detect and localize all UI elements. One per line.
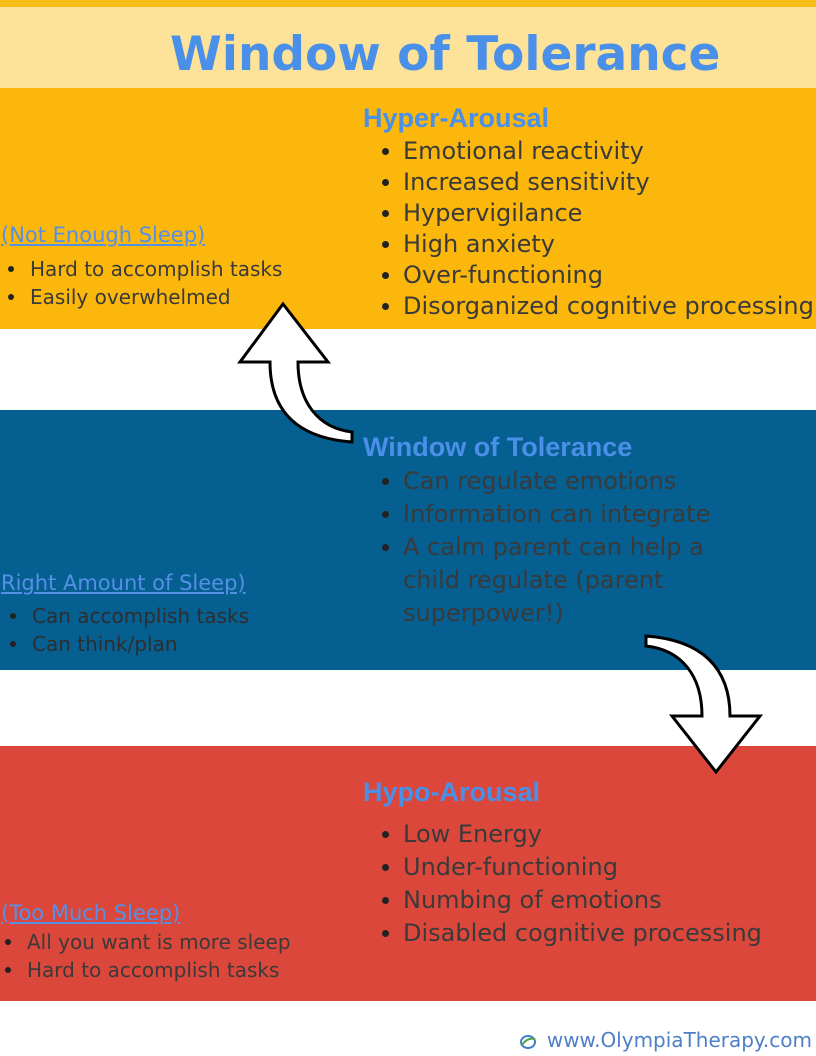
too-much-sleep-list: All you want is more sleep Hard to accom… bbox=[5, 928, 291, 984]
list-item: High anxiety bbox=[382, 229, 814, 260]
list-item: Hard to accomplish tasks bbox=[5, 956, 291, 984]
too-much-sleep-link[interactable]: (Too Much Sleep) bbox=[1, 901, 181, 925]
list-item: Under-functioning bbox=[382, 851, 762, 884]
list-item: Emotional reactivity bbox=[382, 136, 814, 167]
page-title: Window of Tolerance bbox=[170, 27, 721, 82]
curved-up-arrow-icon bbox=[237, 301, 354, 444]
hyper-arousal-band: Hyper-Arousal Emotional reactivity Incre… bbox=[0, 88, 816, 329]
footer: www.OlympiaTherapy.com bbox=[519, 1027, 812, 1053]
curved-down-arrow-icon bbox=[644, 634, 764, 775]
hypo-arousal-list: Low Energy Under-functioning Numbing of … bbox=[382, 818, 762, 950]
list-item: Increased sensitivity bbox=[382, 167, 814, 198]
olympia-logo-icon bbox=[519, 1034, 536, 1049]
right-amount-of-sleep-link[interactable]: Right Amount of Sleep) bbox=[1, 571, 246, 595]
list-item: Can accomplish tasks bbox=[9, 604, 250, 628]
hypo-arousal-heading: Hypo-Arousal bbox=[363, 777, 541, 807]
list-item: Hypervigilance bbox=[382, 198, 814, 229]
list-item: Can regulate emotions bbox=[382, 465, 763, 498]
list-item: Disabled cognitive processing bbox=[382, 917, 762, 950]
list-item: Numbing of emotions bbox=[382, 884, 762, 917]
list-item: Easily overwhelmed bbox=[7, 283, 282, 311]
hyper-arousal-heading: Hyper-Arousal bbox=[363, 103, 550, 133]
list-item: Over-functioning bbox=[382, 260, 814, 291]
website-link[interactable]: www.OlympiaTherapy.com bbox=[546, 1028, 812, 1052]
list-item: Disorganized cognitive processing bbox=[382, 292, 814, 320]
window-of-tolerance-heading: Window of Tolerance bbox=[363, 432, 633, 462]
top-accent-bar bbox=[0, 0, 816, 7]
list-item: Low Energy bbox=[382, 818, 762, 851]
not-enough-sleep-link[interactable]: (Not Enough Sleep) bbox=[1, 223, 206, 247]
list-item: Information can integrate bbox=[382, 498, 763, 531]
list-item: Hard to accomplish tasks bbox=[7, 257, 283, 281]
list-item: Can think/plan bbox=[9, 630, 249, 658]
title-banner: Window of Tolerance bbox=[0, 7, 816, 88]
window-of-tolerance-list: Can regulate emotions Information can in… bbox=[382, 465, 763, 630]
right-amount-of-sleep-list: Can accomplish tasks Can think/plan bbox=[9, 602, 250, 658]
list-item: All you want is more sleep bbox=[5, 930, 291, 954]
not-enough-sleep-list: Hard to accomplish tasks Easily overwhel… bbox=[7, 255, 283, 311]
hypo-arousal-band: Hypo-Arousal Low Energy Under-functionin… bbox=[0, 746, 816, 1001]
hyper-arousal-list: Emotional reactivity Increased sensitivi… bbox=[382, 136, 814, 322]
window-of-tolerance-band: Window of Tolerance Can regulate emotion… bbox=[0, 410, 816, 670]
list-item: A calm parent can help a child regulate … bbox=[382, 531, 763, 630]
